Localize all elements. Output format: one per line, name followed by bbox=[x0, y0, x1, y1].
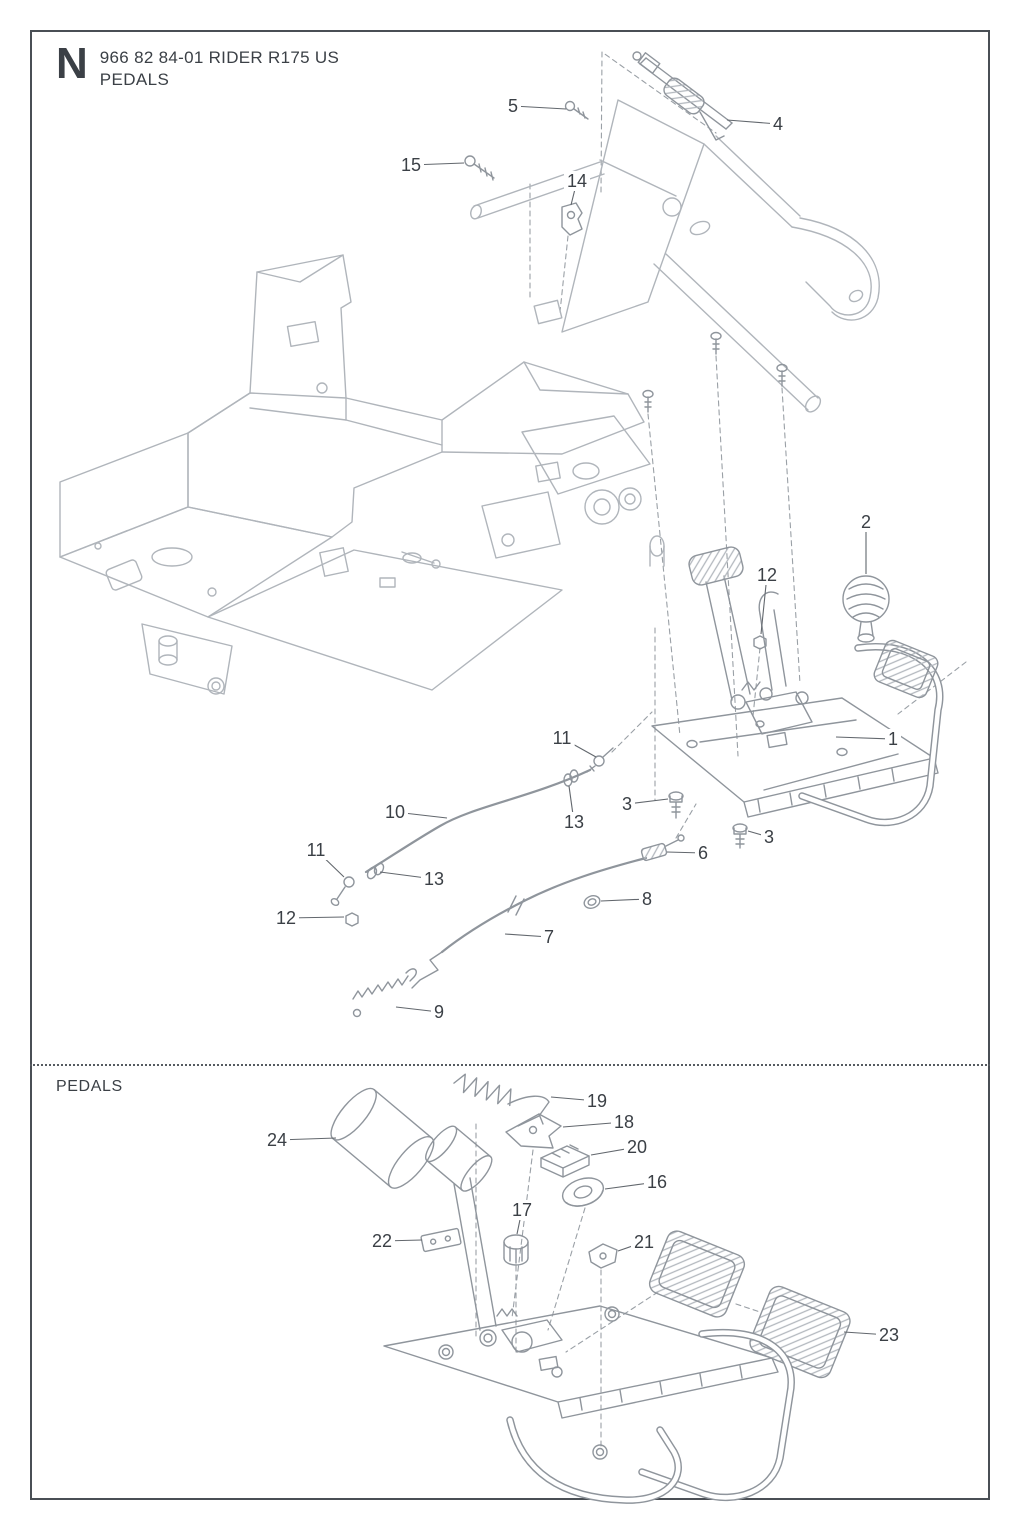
cables-drawing bbox=[330, 747, 685, 1018]
part-callout-11: 11 bbox=[303, 840, 329, 860]
part-callout-14: 14 bbox=[563, 171, 591, 191]
title-text-group: 966 82 84-01 RIDER R175 US PEDALS bbox=[100, 46, 339, 90]
part-callout-4: 4 bbox=[769, 114, 787, 134]
part-callout-13: 13 bbox=[420, 869, 448, 889]
document-title: 966 82 84-01 RIDER R175 US bbox=[99, 48, 340, 67]
chassis-drawing bbox=[59, 254, 665, 695]
part-callout-3: 3 bbox=[618, 794, 636, 814]
pedal-pads-drawing bbox=[648, 1230, 851, 1379]
knob-and-pad-drawing bbox=[842, 575, 939, 699]
steering-console-drawing bbox=[470, 99, 880, 413]
part-callout-7: 7 bbox=[540, 927, 558, 947]
lower-assembly-guide-lines bbox=[475, 1123, 761, 1447]
part-callout-8: 8 bbox=[638, 889, 656, 909]
part-callout-21: 21 bbox=[630, 1232, 658, 1252]
part-callout-18: 18 bbox=[610, 1112, 638, 1132]
callout-leader-line bbox=[726, 119, 779, 125]
part-callout-2: 2 bbox=[857, 512, 875, 532]
part-callout-23: 23 bbox=[875, 1325, 903, 1345]
page-frame-border bbox=[30, 30, 990, 1500]
lower-section-label: PEDALS bbox=[56, 1078, 123, 1095]
part-callout-16: 16 bbox=[643, 1172, 671, 1192]
part-callout-12: 12 bbox=[753, 565, 781, 585]
part-callout-3: 3 bbox=[760, 827, 778, 847]
part-callout-10: 10 bbox=[381, 802, 409, 822]
part-callout-17: 17 bbox=[508, 1200, 536, 1220]
pedal-assembly-drawing bbox=[651, 546, 939, 849]
part-callout-5: 5 bbox=[504, 96, 522, 116]
part-callout-13: 13 bbox=[560, 812, 588, 832]
pedal-parts-drawing bbox=[330, 1073, 618, 1269]
title-block: N 966 82 84-01 RIDER R175 US PEDALS bbox=[56, 39, 339, 90]
part-callout-1: 1 bbox=[884, 729, 902, 749]
part-callout-19: 19 bbox=[583, 1091, 611, 1111]
part-callout-22: 22 bbox=[368, 1231, 396, 1251]
brand-logo: N bbox=[56, 39, 88, 88]
part-callout-24: 24 bbox=[263, 1130, 291, 1150]
part-callout-15: 15 bbox=[397, 155, 425, 175]
lower-pedal-assembly-drawing bbox=[383, 1177, 779, 1460]
part-callout-6: 6 bbox=[694, 843, 712, 863]
document-subtitle: PEDALS bbox=[99, 70, 170, 89]
callout-leader-line bbox=[512, 105, 567, 110]
part-callout-9: 9 bbox=[430, 1002, 448, 1022]
part-callout-12: 12 bbox=[272, 908, 300, 928]
part-callout-11: 11 bbox=[549, 728, 575, 748]
callout-leader-line bbox=[835, 736, 894, 740]
top-hardware-drawing bbox=[464, 51, 788, 413]
part-callout-20: 20 bbox=[623, 1137, 651, 1157]
section-divider bbox=[30, 1064, 990, 1066]
